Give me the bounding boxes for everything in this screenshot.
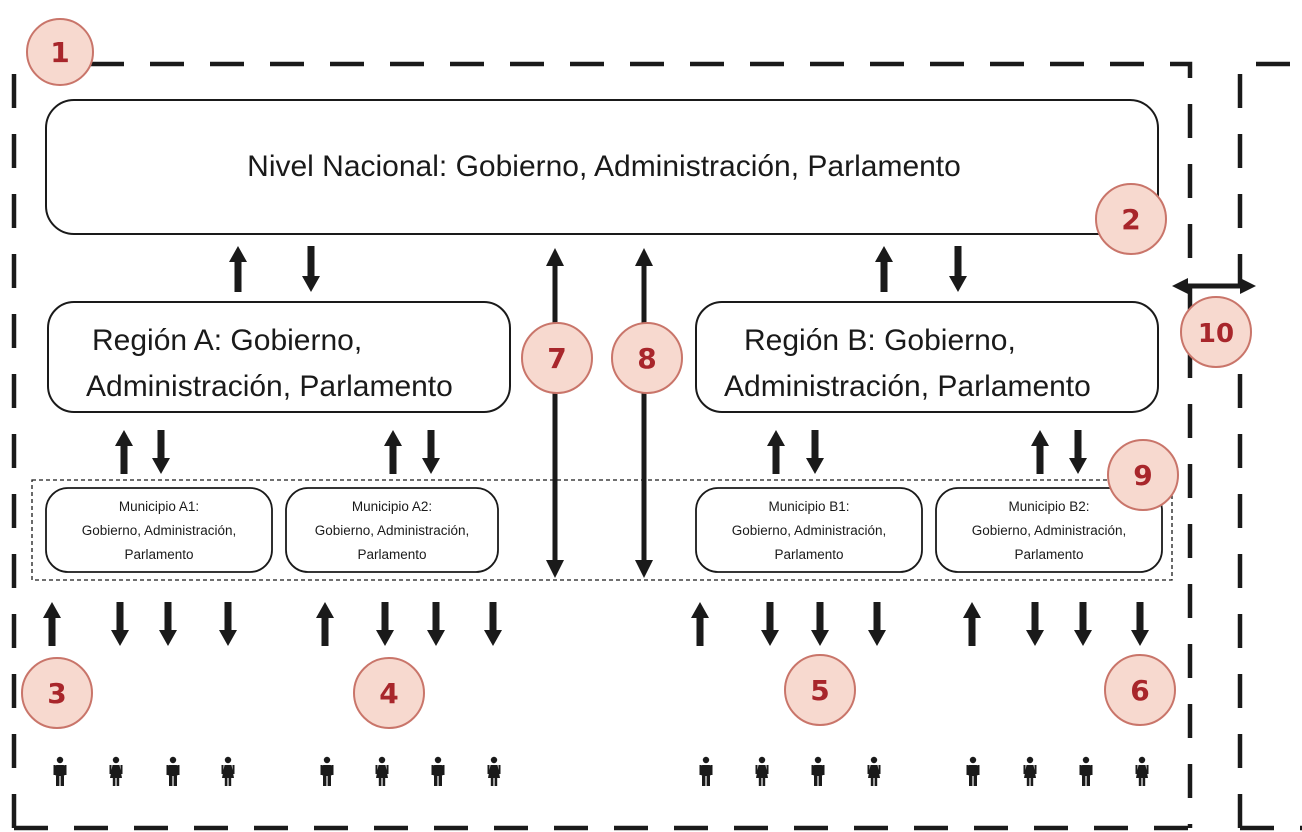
national-level-box: Nivel Nacional: Gobierno, Administración… xyxy=(45,99,1159,235)
arrow-down-to-citizens-group-1-1 xyxy=(111,602,129,646)
person-male-icon xyxy=(811,756,825,786)
person-female-icon xyxy=(375,756,389,786)
arrow-down-to-citizens-group-2-2 xyxy=(427,602,445,646)
badge-7-label: 7 xyxy=(547,342,566,375)
region-a-box: Región A: Gobierno, Administración, Parl… xyxy=(47,301,511,413)
badge-10-label: 10 xyxy=(1198,319,1234,349)
arrow-down-region-b-to-b2 xyxy=(1069,430,1087,474)
municipality-b2-line1: Municipio B2: xyxy=(1008,499,1089,514)
person-male-icon xyxy=(431,756,445,786)
region-b-line1: Región B: Gobierno, xyxy=(744,324,1016,357)
badge-4: 4 xyxy=(353,657,425,729)
arrow-down-to-citizens-group-4-3 xyxy=(1131,602,1149,646)
arrow-down-to-citizens-group-3-3 xyxy=(868,602,886,646)
arrow-down-to-citizens-group-2-1 xyxy=(376,602,394,646)
badge-5: 5 xyxy=(784,654,856,726)
municipality-a2-line2: Gobierno, Administración, xyxy=(315,523,470,538)
arrow-up-b2-to-region-b xyxy=(1031,430,1049,474)
person-female-icon xyxy=(755,756,769,786)
region-b-box: Región B: Gobierno, Administración, Parl… xyxy=(695,301,1159,413)
badge-1: 1 xyxy=(26,18,94,86)
person-male-icon xyxy=(966,756,980,786)
municipality-a2-line1: Municipio A2: xyxy=(352,499,432,514)
double-arrow-national-municipal-7 xyxy=(546,248,564,578)
person-male-icon xyxy=(166,756,180,786)
person-female-icon xyxy=(1135,756,1149,786)
arrow-up-a2-to-region-a xyxy=(384,430,402,474)
arrow-up-region-a-to-national xyxy=(229,246,247,292)
municipality-b1-line2: Gobierno, Administración, xyxy=(732,523,887,538)
person-male-icon xyxy=(1079,756,1093,786)
badge-2: 2 xyxy=(1095,183,1167,255)
region-b-line2: Administración, Parlamento xyxy=(724,370,1091,403)
municipality-b2-box: Municipio B2: Gobierno, Administración, … xyxy=(935,487,1163,573)
double-arrow-national-municipal-8 xyxy=(635,248,653,578)
badge-1-label: 1 xyxy=(50,36,69,69)
region-a-line1: Región A: Gobierno, xyxy=(92,324,362,357)
person-female-icon xyxy=(487,756,501,786)
badge-3: 3 xyxy=(21,657,93,729)
arrow-down-national-to-region-a xyxy=(302,246,320,292)
arrow-down-to-citizens-group-1-2 xyxy=(159,602,177,646)
municipality-b1-line3: Parlamento xyxy=(774,547,843,562)
national-label: Nivel Nacional: Gobierno, Administración… xyxy=(247,150,961,183)
person-male-icon xyxy=(53,756,67,786)
arrow-up-citizens-group-4 xyxy=(963,602,981,646)
arrow-down-national-to-region-b xyxy=(949,246,967,292)
arrow-down-to-citizens-group-4-1 xyxy=(1026,602,1044,646)
arrow-down-to-citizens-group-2-3 xyxy=(484,602,502,646)
badge-2-label: 2 xyxy=(1121,203,1140,236)
arrow-down-to-citizens-group-3-2 xyxy=(811,602,829,646)
municipality-a1-line3: Parlamento xyxy=(124,547,193,562)
national-boundary-frame xyxy=(11,61,1193,831)
arrow-down-to-citizens-group-4-2 xyxy=(1074,602,1092,646)
person-female-icon xyxy=(221,756,235,786)
foreign-boundary-frame xyxy=(1237,61,1302,831)
municipality-b1-box: Municipio B1: Gobierno, Administración, … xyxy=(695,487,923,573)
arrow-up-a1-to-region-a xyxy=(115,430,133,474)
municipal-level-frame xyxy=(31,479,1173,581)
badge-9-label: 9 xyxy=(1133,459,1152,492)
person-male-icon xyxy=(699,756,713,786)
arrow-down-region-a-to-a1 xyxy=(152,430,170,474)
double-arrow-cross-border-10 xyxy=(1172,278,1256,294)
arrow-down-to-citizens-group-1-3 xyxy=(219,602,237,646)
person-female-icon xyxy=(1023,756,1037,786)
badge-4-label: 4 xyxy=(379,677,398,710)
citizens-layer xyxy=(53,756,1149,786)
badge-6-label: 6 xyxy=(1130,674,1149,707)
arrow-up-citizens-group-3 xyxy=(691,602,709,646)
municipality-a1-line1: Municipio A1: xyxy=(119,499,199,514)
municipality-a1-box: Municipio A1: Gobierno, Administración, … xyxy=(45,487,273,573)
municipality-b2-line3: Parlamento xyxy=(1014,547,1083,562)
municipality-b1-line1: Municipio B1: xyxy=(768,499,849,514)
badge-5-label: 5 xyxy=(810,674,829,707)
badge-7: 7 xyxy=(521,322,593,394)
municipality-a1-line2: Gobierno, Administración, xyxy=(82,523,237,538)
person-female-icon xyxy=(109,756,123,786)
person-female-icon xyxy=(867,756,881,786)
arrow-down-to-citizens-group-3-1 xyxy=(761,602,779,646)
badge-9: 9 xyxy=(1107,439,1179,511)
badge-10: 10 xyxy=(1180,296,1252,368)
arrow-up-region-b-to-national xyxy=(875,246,893,292)
badge-8: 8 xyxy=(611,322,683,394)
badge-3-label: 3 xyxy=(47,677,66,710)
region-a-line2: Administración, Parlamento xyxy=(86,370,453,403)
badge-6: 6 xyxy=(1104,654,1176,726)
arrow-up-citizens-group-1 xyxy=(43,602,61,646)
arrow-down-region-a-to-a2 xyxy=(422,430,440,474)
municipality-a2-line3: Parlamento xyxy=(357,547,426,562)
person-male-icon xyxy=(320,756,334,786)
arrow-down-region-b-to-b1 xyxy=(806,430,824,474)
municipality-a2-box: Municipio A2: Gobierno, Administración, … xyxy=(285,487,499,573)
arrow-up-b1-to-region-b xyxy=(767,430,785,474)
arrows-layer xyxy=(43,246,1256,646)
municipality-b2-line2: Gobierno, Administración, xyxy=(972,523,1127,538)
arrow-up-citizens-group-2 xyxy=(316,602,334,646)
badge-8-label: 8 xyxy=(637,342,656,375)
